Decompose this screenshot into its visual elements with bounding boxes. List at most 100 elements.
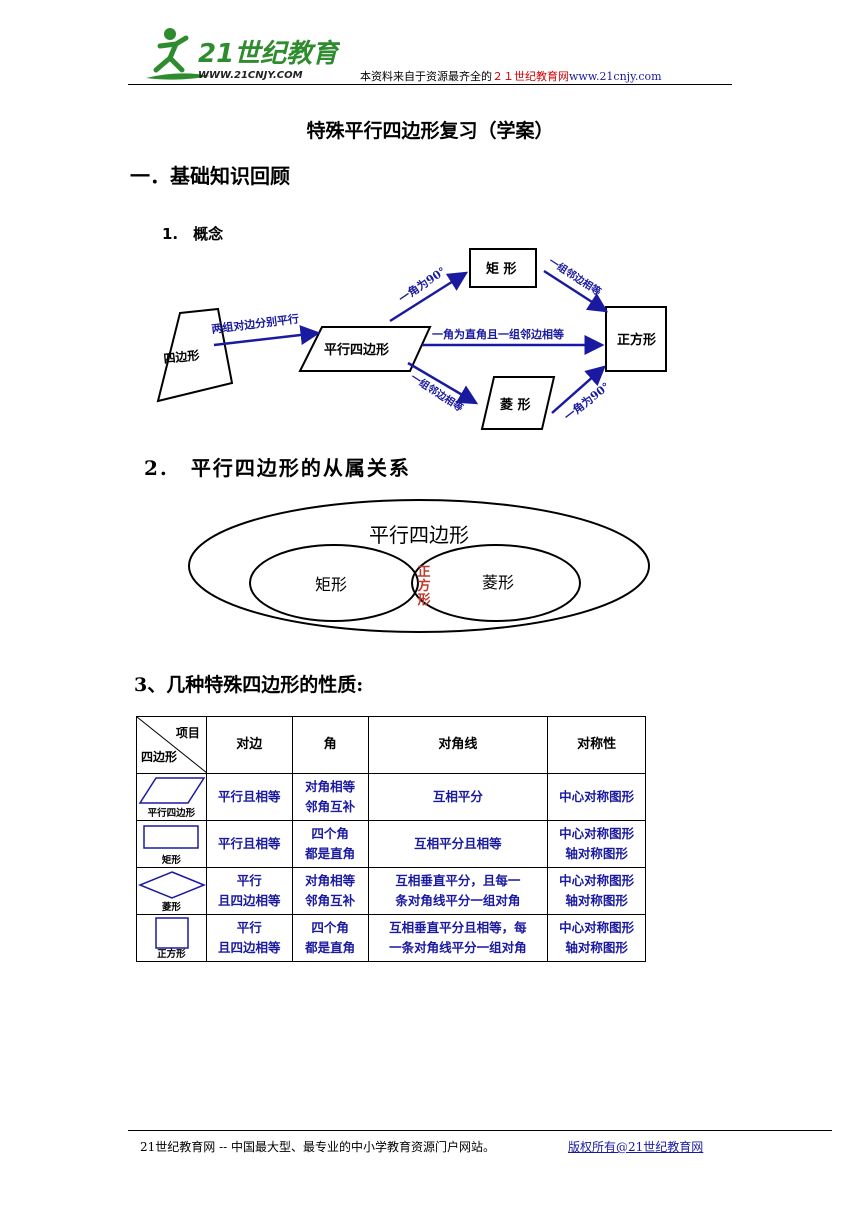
logo-url: WWW.21CNJY.COM	[198, 70, 303, 81]
corner-bottom-label: 四边形	[141, 750, 178, 764]
cell-angles: 四个角都是直角	[291, 914, 369, 962]
arrow-rect-square	[543, 269, 609, 313]
cell-sides: 平行且相等	[205, 820, 293, 868]
cell-diagonals: 互相平分且相等	[367, 820, 549, 868]
column-header-diagonals: 对角线	[367, 716, 549, 774]
cell-line: 四个角	[311, 920, 349, 935]
cell-line: 对角相等	[305, 873, 356, 888]
row-name: 矩形	[161, 855, 181, 866]
venn-diagram: 平行四边形 矩形 菱形 正 方 形	[188, 499, 650, 633]
cell-line: 平行且相等	[217, 836, 281, 851]
properties-heading: 3、几种特殊四边形的性质:	[134, 674, 364, 696]
cell-angles: 对角相等邻角互补	[291, 867, 369, 915]
cell-line: 且四边相等	[217, 940, 281, 955]
table-row-square: 正方形 平行且四边相等 四个角都是直角 互相垂直平分且相等，每一条对角线平分一组…	[136, 914, 646, 962]
header-note: 本资料来自于资源最齐全的２１世纪教育网www.21cnjy.com	[360, 68, 662, 84]
cell-line: 中心对称图形	[559, 789, 635, 804]
rhombus-label: 菱 形	[500, 397, 531, 413]
quad-label: 四边形	[163, 347, 200, 366]
rectangle-label: 矩 形	[485, 261, 517, 277]
shape-cell-parallelogram: 平行四边形	[136, 773, 207, 821]
cell-line: 中心对称图形	[559, 826, 635, 841]
venn-rect-ellipse	[249, 544, 419, 622]
arrow-rhombus-square	[551, 365, 606, 414]
cell-symmetry: 中心对称图形	[547, 773, 646, 821]
cell-line: 轴对称图形	[565, 846, 628, 861]
square-shape	[605, 306, 667, 372]
column-header-symmetry: 对称性	[547, 716, 646, 774]
row-name: 菱形	[161, 902, 181, 913]
table-header-row: 项目 四边形 对边 角 对角线 对称性	[136, 716, 646, 774]
section-heading-1: 一．基础知识回顾	[130, 164, 290, 188]
cell-line: 互相平分	[432, 789, 483, 804]
footer-copyright-link[interactable]: 版权所有@21世纪教育网	[568, 1140, 704, 1154]
logo-swoosh	[146, 73, 210, 80]
venn-outer-label: 平行四边形	[369, 523, 469, 547]
cell-line: 都是直角	[305, 846, 356, 861]
cell-line: 平行且相等	[217, 789, 281, 804]
venn-left-label: 矩形	[315, 575, 347, 594]
relation-heading: 2. 平行四边形的从属关系	[144, 456, 411, 480]
column-header-angles: 角	[291, 716, 369, 774]
cell-symmetry: 中心对称图形轴对称图形	[547, 867, 646, 915]
header-divider	[128, 84, 732, 85]
rectangle-icon	[143, 825, 199, 849]
logo-text: 21世纪教育	[198, 39, 340, 69]
header-note-site[interactable]: ２１世纪教育网	[492, 70, 569, 83]
cell-line: 邻角互补	[305, 893, 356, 908]
cell-angles: 对角相等邻角互补	[291, 773, 369, 821]
cell-diagonals: 互相垂直平分且相等，每一条对角线平分一组对角	[367, 914, 549, 962]
cell-line: 且四边相等	[217, 893, 281, 908]
rhombus-shape	[480, 376, 556, 430]
shape-cell-square: 正方形	[136, 914, 207, 962]
header-note-url[interactable]: www.21cnjy.com	[569, 70, 662, 83]
cell-line: 都是直角	[305, 940, 356, 955]
arrow-para-square-label: 一角为直角且一组邻边相等	[432, 327, 564, 341]
rectangle-shape	[469, 248, 537, 288]
footer-text: 21世纪教育网 -- 中国最大型、最专业的中小学教育资源门户网站。	[140, 1140, 496, 1154]
corner-diagonal	[137, 717, 207, 773]
venn-rhombus-ellipse	[411, 544, 581, 622]
table-corner-cell: 项目 四边形	[136, 716, 207, 774]
arrow-para-rect-label: 一角为90°	[396, 264, 448, 306]
cell-line: 平行	[236, 920, 262, 935]
parallelogram-icon	[138, 777, 206, 804]
venn-right-label: 菱形	[482, 573, 514, 592]
properties-table: 项目 四边形 对边 角 对角线 对称性 平行四边形 平行且相等 对角相等邻角互补…	[136, 716, 646, 962]
cell-symmetry: 中心对称图形轴对称图形	[547, 820, 646, 868]
cell-sides: 平行且四边相等	[205, 914, 293, 962]
cell-diagonals: 互相垂直平分，且每一条对角线平分一组对角	[367, 867, 549, 915]
arrow-para-rhombus	[407, 361, 479, 405]
cell-line: 一条对角线平分一组对角	[389, 940, 527, 955]
venn-center-char-2: 方	[417, 578, 430, 594]
concept-diagram: 1. 概念 四边形 平行四边形 矩 形 菱 形 正方形 两组对边分别平行 一角为…	[156, 225, 667, 430]
row-name: 平行四边形	[147, 808, 196, 819]
venn-center-char-3: 形	[417, 593, 430, 608]
square-label: 正方形	[617, 332, 656, 348]
parallelogram-label: 平行四边形	[324, 342, 389, 358]
cell-line: 互相垂直平分，且每一	[395, 873, 521, 888]
cell-sides: 平行且相等	[205, 773, 293, 821]
cell-line: 互相平分且相等	[414, 836, 502, 851]
parallelogram-shape	[298, 326, 432, 372]
table-row-parallelogram: 平行四边形 平行且相等 对角相等邻角互补 互相平分 中心对称图形	[136, 773, 646, 821]
cell-line: 对角相等	[305, 779, 356, 794]
shape-cell-rhombus: 菱形	[136, 867, 207, 915]
cell-sides: 平行且四边相等	[205, 867, 293, 915]
quadrilateral-shape	[156, 307, 234, 403]
square-icon	[155, 917, 189, 949]
header-note-prefix: 本资料来自于资源最齐全的	[360, 70, 492, 83]
column-header-sides: 对边	[205, 716, 293, 774]
cell-line: 中心对称图形	[559, 873, 635, 888]
cell-angles: 四个角都是直角	[291, 820, 369, 868]
footer-divider	[128, 1130, 832, 1131]
cell-line: 邻角互补	[305, 799, 356, 814]
table-row-rhombus: 菱形 平行且四边相等 对角相等邻角互补 互相垂直平分，且每一条对角线平分一组对角…	[136, 867, 646, 915]
venn-outer-ellipse	[188, 499, 650, 633]
cell-symmetry: 中心对称图形轴对称图形	[547, 914, 646, 962]
cell-diagonals: 互相平分	[367, 773, 549, 821]
corner-top-label: 项目	[175, 726, 200, 740]
arrow-quad-para-label: 两组对边分别平行	[211, 311, 300, 336]
cell-line: 轴对称图形	[565, 893, 628, 908]
venn-center-char-1: 正	[417, 565, 430, 580]
